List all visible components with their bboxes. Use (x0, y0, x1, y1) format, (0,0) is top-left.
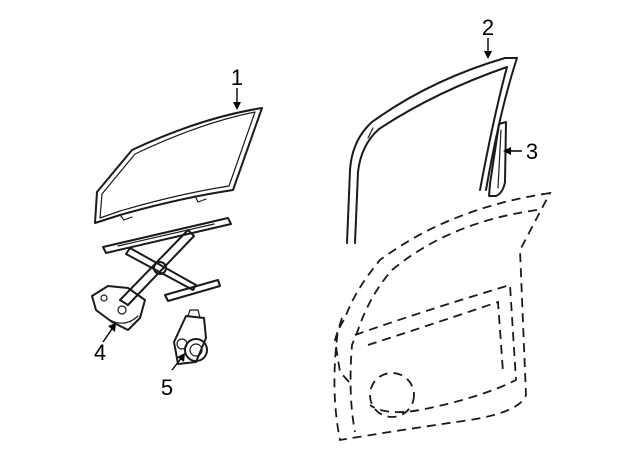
glass-run-channel[interactable] (346, 57, 518, 244)
regulator-motor[interactable] (173, 309, 208, 365)
door-shell (333, 191, 552, 442)
door-glass[interactable] (94, 107, 263, 224)
callout-2-label: 2 (482, 15, 494, 40)
callout-3-label: 3 (526, 139, 538, 164)
callout-1-label: 1 (231, 65, 243, 90)
rear-guide-channel[interactable] (488, 121, 507, 197)
leader-lines (102, 38, 522, 371)
callout-5-label: 5 (161, 375, 173, 400)
window-regulator[interactable] (91, 217, 232, 331)
callout-4-label: 4 (94, 340, 106, 365)
